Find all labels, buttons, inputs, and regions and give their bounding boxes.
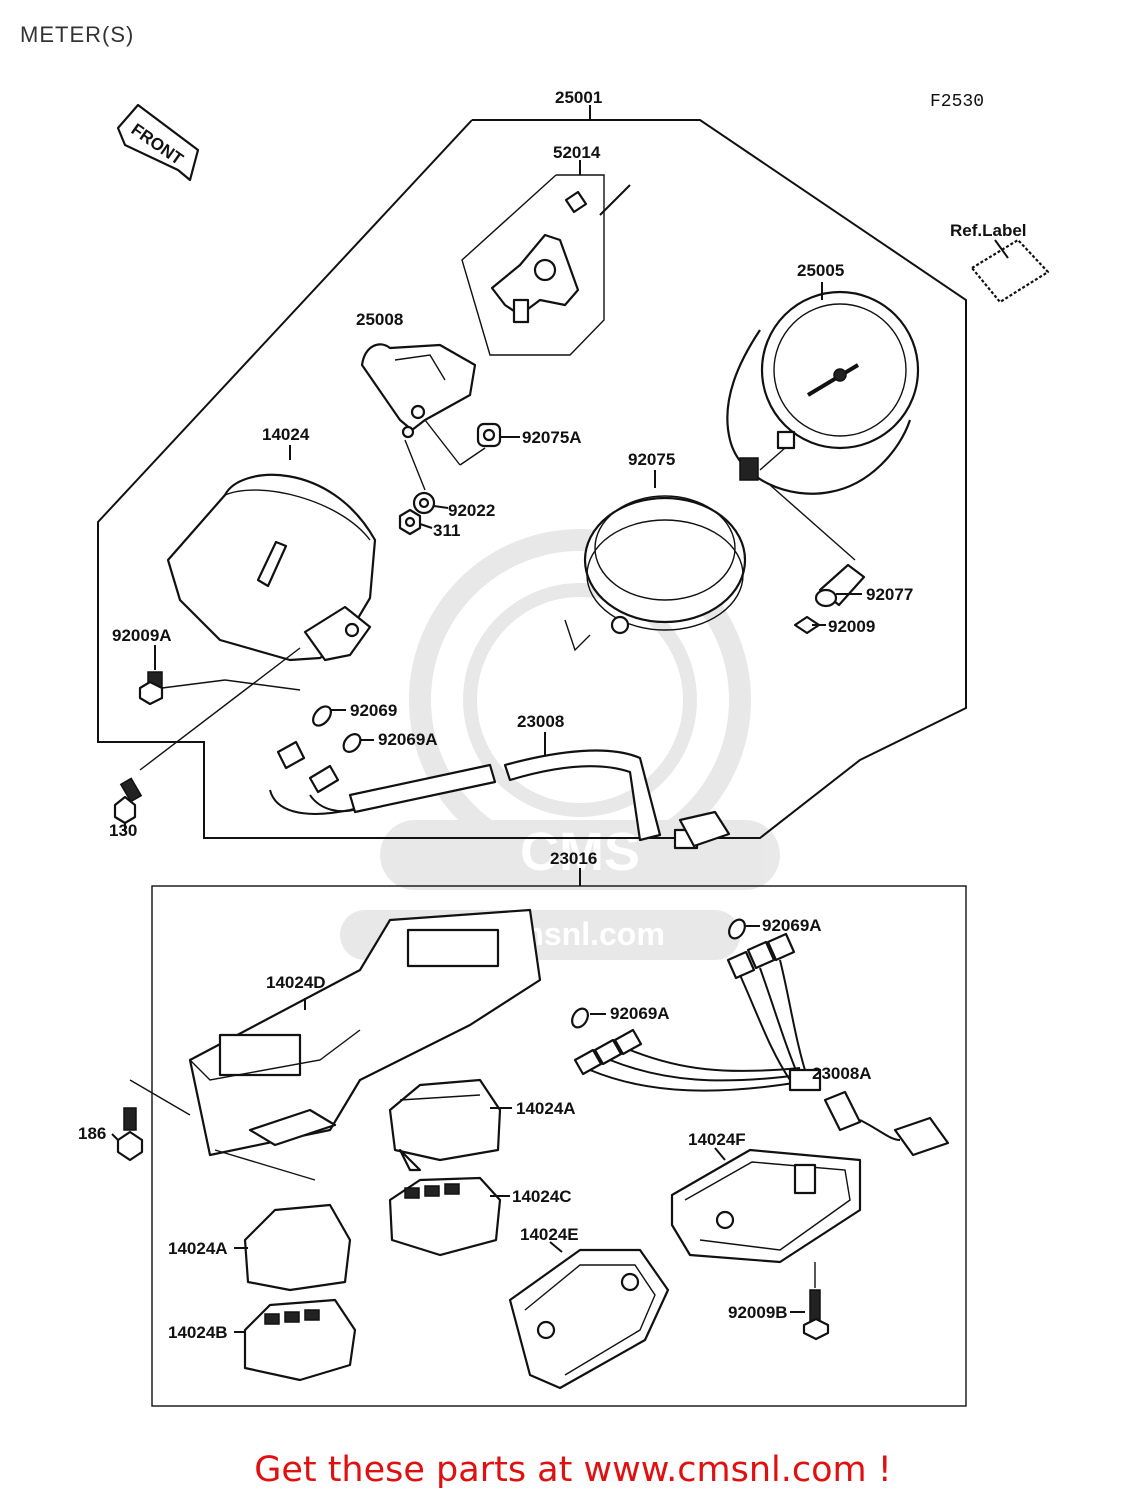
meter-bracket-part [360, 343, 477, 439]
label-14024C: 14024C [512, 1187, 572, 1206]
ref-label-icon [970, 238, 1050, 304]
label-92009B: 92009B [728, 1303, 788, 1322]
cover-14024F [670, 1148, 862, 1264]
wire-harness-23008A [573, 932, 950, 1157]
label-92069: 92069 [350, 701, 397, 720]
screw-92009A [138, 671, 164, 706]
label-52014: 52014 [553, 143, 601, 162]
label-14024E: 14024E [520, 1225, 579, 1244]
front-arrow-icon: FRONT [116, 103, 200, 182]
label-23016: 23016 [550, 849, 597, 868]
label-14024B: 14024B [168, 1323, 228, 1342]
indicator-14024B [243, 1298, 357, 1382]
label-186: 186 [78, 1124, 106, 1143]
bulb-92069A [342, 733, 362, 753]
bulb-92069 [312, 705, 332, 727]
bolt-186 [116, 1107, 144, 1162]
label-92075A: 92075A [522, 428, 582, 447]
label-25005: 25005 [797, 261, 844, 280]
ref-label: Ref.Label [950, 221, 1027, 240]
assembly-outline-23016 [151, 885, 967, 1407]
assembly-outline-25001 [97, 119, 967, 839]
label-25001: 25001 [555, 88, 602, 107]
label-14024A-1: 14024A [516, 1099, 576, 1118]
label-92009: 92009 [828, 617, 875, 636]
label-14024: 14024 [262, 425, 310, 444]
wire-harness-23008 [269, 740, 731, 850]
meter-cover-part [166, 473, 377, 662]
label-14024D: 14024D [266, 973, 326, 992]
label-311: 311 [433, 521, 460, 540]
page-title: METER(S) [20, 22, 135, 47]
bulb-92069A-upper [728, 918, 746, 940]
label-92022: 92022 [448, 501, 495, 520]
indicator-14024A-upper [388, 1078, 502, 1172]
label-14024F: 14024F [688, 1130, 746, 1149]
cover-14024E [508, 1248, 670, 1390]
cable-fitting-92077 [814, 563, 866, 608]
meter-ring-92075 [564, 495, 747, 652]
screw-92009B [802, 1289, 830, 1341]
label-92077: 92077 [866, 585, 913, 604]
label-23008: 23008 [517, 712, 564, 731]
indicator-14024A-lower [243, 1203, 352, 1292]
label-25008: 25008 [356, 310, 403, 329]
footer-link[interactable]: Get these parts at www.cmsnl.com ! [254, 1450, 892, 1490]
meter-housing-14024D [188, 908, 542, 1157]
assembly-outline-52014 [461, 174, 605, 356]
speedometer-25005 [726, 290, 920, 495]
bulb-92069A-lower [571, 1007, 589, 1029]
label-130: 130 [109, 821, 137, 840]
label-92075: 92075 [628, 450, 675, 469]
label-92069A-1: 92069A [378, 730, 438, 749]
grommet-92075A [476, 422, 502, 448]
label-92069A-2: 92069A [762, 916, 822, 935]
speed-sensor-part [490, 184, 631, 324]
diagram-code: F2530 [930, 92, 984, 112]
indicator-14024C [388, 1176, 502, 1257]
label-92069A-3: 92069A [610, 1004, 670, 1023]
label-92009A: 92009A [112, 626, 172, 645]
bolt-130 [113, 777, 143, 825]
label-23008A: 23008A [812, 1064, 872, 1083]
label-14024A-2: 14024A [168, 1239, 228, 1258]
